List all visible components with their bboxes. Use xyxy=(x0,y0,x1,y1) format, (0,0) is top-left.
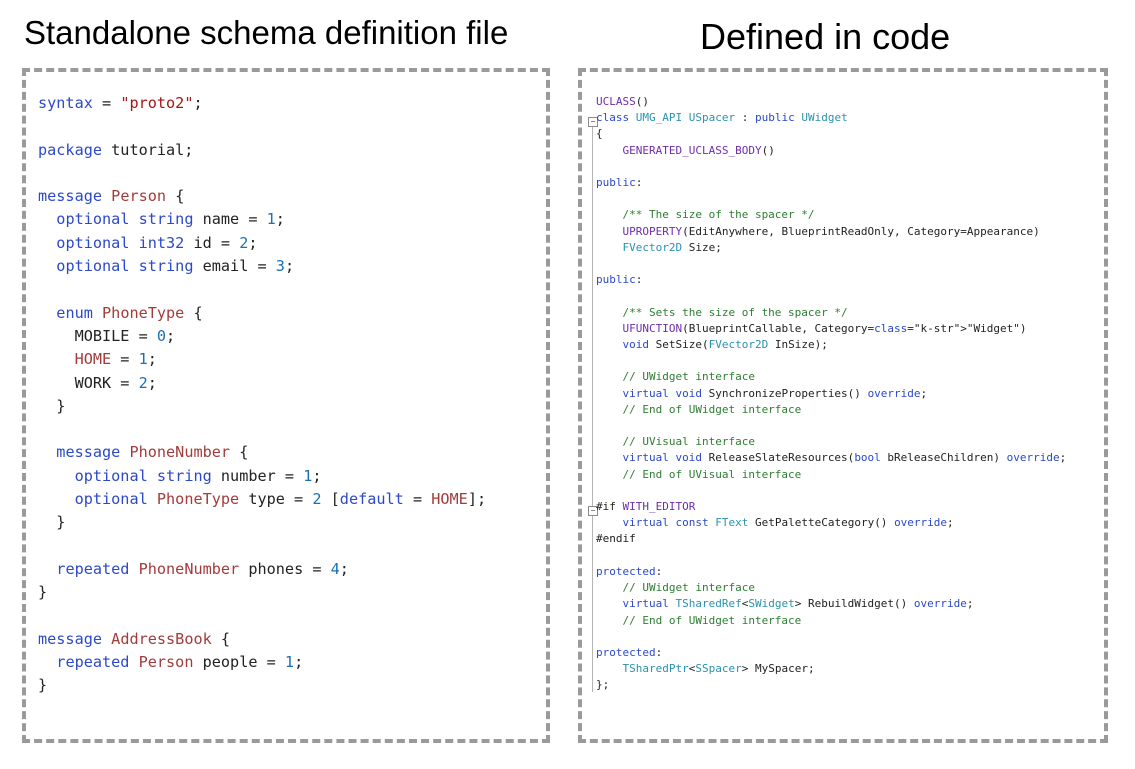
cpp-code-line: ​ xyxy=(596,418,1066,434)
cpp-code-line: ​ xyxy=(596,191,1066,207)
cpp-code-line: GENERATED_UCLASS_BODY() xyxy=(622,143,775,157)
cpp-code-line: ​ xyxy=(596,483,1066,499)
proto-code-line: optional PhoneType type = 2 [default = H… xyxy=(74,490,487,509)
cpp-code-line: // End of UWidget interface xyxy=(596,402,802,416)
cpp-code-line: virtual void ReleaseSlateResources(bool … xyxy=(622,451,1067,465)
proto-code-line: ​ xyxy=(38,535,486,558)
cpp-code-line: class UMG_API USpacer : public UWidget xyxy=(596,111,848,125)
cpp-code-line: public: xyxy=(596,273,643,287)
left-heading: Standalone schema definition file xyxy=(24,14,509,51)
cpp-code-line: #if WITH_EDITOR xyxy=(596,500,696,514)
cpp-code-line: virtual const FText GetPaletteCategory()… xyxy=(622,516,954,530)
cpp-code-line: void SetSize(FVector2D InSize); xyxy=(622,338,828,352)
cpp-code-panel: − − UCLASS() class UMG_API USpacer : publ… xyxy=(578,68,1108,743)
cpp-code-line: /** The size of the spacer */ xyxy=(596,208,815,222)
cpp-code-line: ​ xyxy=(596,353,1066,369)
cpp-code-line: #endif xyxy=(596,532,636,546)
proto-code-line: optional string number = 1; xyxy=(74,466,322,485)
proto-code-line: package tutorial; xyxy=(38,140,194,159)
proto-code-line: WORK = 2; xyxy=(38,373,157,392)
cpp-code-line: /** Sets the size of the spacer */ xyxy=(596,305,848,319)
right-heading: Defined in code xyxy=(700,16,951,57)
proto-code-line: } xyxy=(38,513,66,532)
cpp-code-line: TSharedPtr<SSpacer> MySpacer; xyxy=(622,662,815,676)
cpp-code-line: virtual void SynchronizeProperties() ove… xyxy=(622,386,928,400)
cpp-code-line: // End of UVisual interface xyxy=(596,467,802,481)
cpp-code-line: // UVisual interface xyxy=(596,435,755,449)
proto-code-line: repeated PhoneNumber phones = 4; xyxy=(56,559,349,578)
proto-code-line: HOME = 1; xyxy=(74,350,157,369)
proto-code-line: syntax = "proto2"; xyxy=(38,94,203,112)
cpp-code-line: FVector2D Size; xyxy=(622,240,722,254)
cpp-code-line: { xyxy=(596,127,603,141)
proto-code-line: optional string email = 3; xyxy=(56,257,295,276)
cpp-code-line: }; xyxy=(596,678,610,692)
proto-code-line: ​ xyxy=(38,418,486,441)
cpp-code-line: UFUNCTION(BlueprintCallable, Category=cl… xyxy=(622,321,1027,335)
proto-code-line: optional int32 id = 2; xyxy=(56,233,258,252)
cpp-code-block: UCLASS() class UMG_API USpacer : public U… xyxy=(596,94,1066,694)
cpp-code-line: ​ xyxy=(596,256,1066,272)
proto-code-line: repeated Person people = 1; xyxy=(56,653,304,672)
proto-code-line: ​ xyxy=(38,278,486,301)
proto-code-line: message Person { xyxy=(38,187,185,206)
fold-toggle-icon[interactable]: − xyxy=(588,117,598,127)
cpp-code-line: UPROPERTY(EditAnywhere, BlueprintReadOnl… xyxy=(622,224,1040,238)
cpp-code-line: ​ xyxy=(596,629,1066,645)
cpp-code-line: ​ xyxy=(596,159,1066,175)
proto-code-line: ​ xyxy=(38,605,486,628)
cpp-code-line: protected: xyxy=(596,564,663,578)
cpp-code-line: ​ xyxy=(596,548,1066,564)
fold-toggle-icon[interactable]: − xyxy=(588,506,598,516)
cpp-code-line: protected: xyxy=(596,645,663,659)
proto-schema-panel: syntax = "proto2";​package tutorial;​mes… xyxy=(22,68,550,743)
proto-code-line: } xyxy=(38,676,48,695)
cpp-code-line: virtual TSharedRef<SWidget> RebuildWidge… xyxy=(622,597,974,611)
cpp-code-line: ​ xyxy=(596,288,1066,304)
proto-code-line: } xyxy=(38,583,48,602)
proto-code-line: ​ xyxy=(38,162,486,185)
cpp-code-line: // End of UWidget interface xyxy=(596,613,802,627)
proto-code-line: } xyxy=(38,396,66,415)
cpp-code-line: // UWidget interface xyxy=(596,370,755,384)
proto-code-block: syntax = "proto2";​package tutorial;​mes… xyxy=(38,92,486,698)
proto-code-line: enum PhoneType { xyxy=(56,303,203,322)
proto-code-line: ​ xyxy=(38,115,486,138)
proto-code-line: message PhoneNumber { xyxy=(56,443,249,462)
proto-code-line: message AddressBook { xyxy=(38,629,231,648)
fold-guide-line xyxy=(592,122,593,692)
proto-code-line: optional string name = 1; xyxy=(56,210,285,229)
cpp-code-line: public: xyxy=(596,176,643,190)
proto-code-line: MOBILE = 0; xyxy=(38,326,176,345)
cpp-code-line: // UWidget interface xyxy=(596,581,755,595)
cpp-code-line: UCLASS() xyxy=(596,95,649,108)
